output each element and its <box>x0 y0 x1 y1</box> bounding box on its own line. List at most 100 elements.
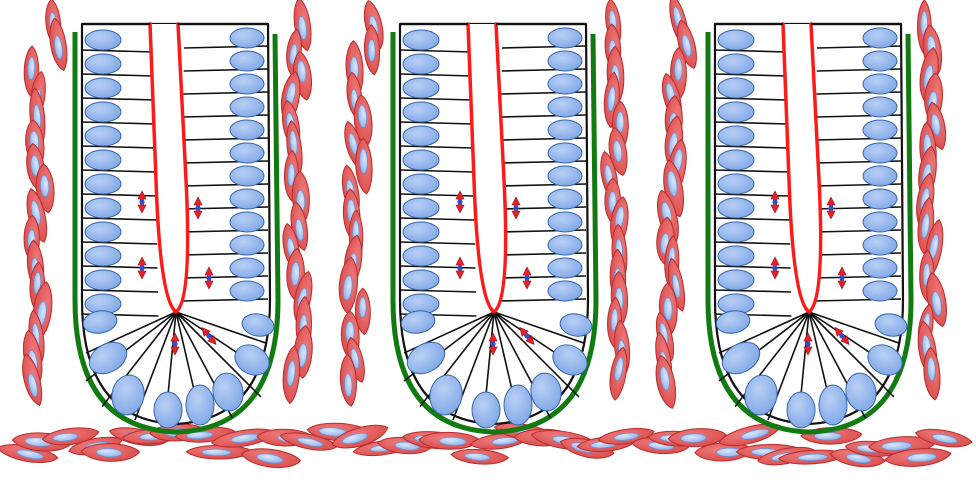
nucleus <box>718 126 754 146</box>
nucleus <box>548 143 582 163</box>
stroma-cell-nucleus <box>368 39 376 61</box>
stroma-cell <box>451 447 509 466</box>
panel-2 <box>307 0 656 467</box>
nucleus <box>85 198 121 218</box>
nucleus <box>230 235 264 255</box>
nucleus <box>186 385 214 425</box>
stroma-cell <box>186 445 252 460</box>
nucleus <box>85 30 121 50</box>
nucleus <box>863 235 897 255</box>
stroma-cell <box>923 347 941 400</box>
nucleus <box>85 174 121 194</box>
nucleus <box>718 246 754 266</box>
division-dot <box>457 199 462 204</box>
division-dot <box>828 205 833 210</box>
nucleus <box>863 28 897 48</box>
nucleus <box>504 385 532 425</box>
nucleus <box>403 30 439 50</box>
nucleus <box>230 74 264 94</box>
nucleus <box>230 143 264 163</box>
nucleus <box>403 198 439 218</box>
nucleus <box>718 30 754 50</box>
nucleus <box>85 78 121 98</box>
nucleus <box>403 54 439 74</box>
nucleus <box>403 150 439 170</box>
nucleus <box>863 212 897 232</box>
nucleus <box>718 222 754 242</box>
division-dot <box>206 275 211 280</box>
nucleus <box>863 143 897 163</box>
nucleus <box>85 150 121 170</box>
nucleus <box>85 222 121 242</box>
nucleus <box>230 189 264 209</box>
nucleus <box>718 150 754 170</box>
nucleus <box>403 246 439 266</box>
nucleus <box>548 51 582 71</box>
division-dot <box>490 341 495 346</box>
division-dot <box>772 265 777 270</box>
nucleus <box>863 120 897 140</box>
nucleus <box>548 212 582 232</box>
stroma-cell <box>240 445 301 472</box>
nucleus <box>403 222 439 242</box>
nucleus <box>472 392 500 428</box>
division-dot <box>195 205 200 210</box>
nucleus <box>230 51 264 71</box>
nucleus <box>863 281 897 301</box>
nucleus <box>863 51 897 71</box>
nucleus <box>85 270 121 290</box>
nucleus <box>548 258 582 278</box>
nucleus <box>154 392 182 428</box>
division-dot <box>513 205 518 210</box>
nucleus <box>230 281 264 301</box>
nucleus <box>230 258 264 278</box>
nucleus <box>230 212 264 232</box>
nucleus <box>230 97 264 117</box>
nucleus <box>787 392 815 428</box>
stroma-cell-nucleus <box>359 149 367 174</box>
division-dot <box>524 275 529 280</box>
panel-3 <box>631 0 973 471</box>
division-dot <box>457 265 462 270</box>
nucleus <box>403 102 439 122</box>
nucleus <box>403 174 439 194</box>
nucleus <box>718 270 754 290</box>
stroma-cell-nucleus <box>674 58 682 80</box>
nucleus <box>85 246 121 266</box>
nucleus <box>718 174 754 194</box>
nucleus <box>718 54 754 74</box>
panel-1 <box>0 0 339 472</box>
nucleus <box>548 166 582 186</box>
nucleus <box>403 78 439 98</box>
nucleus <box>230 120 264 140</box>
division-dot <box>139 265 144 270</box>
stroma-cell-nucleus <box>202 449 231 456</box>
nucleus <box>230 28 264 48</box>
nucleus <box>863 74 897 94</box>
nucleus <box>718 198 754 218</box>
division-dot <box>772 199 777 204</box>
division-dot <box>139 199 144 204</box>
stroma-cell <box>653 354 679 410</box>
division-dot <box>839 275 844 280</box>
nucleus <box>548 120 582 140</box>
nucleus <box>863 189 897 209</box>
nucleus <box>548 97 582 117</box>
nucleus <box>718 78 754 98</box>
nucleus <box>85 102 121 122</box>
nucleus <box>863 166 897 186</box>
nucleus <box>819 385 847 425</box>
nucleus <box>548 28 582 48</box>
nucleus <box>718 102 754 122</box>
nucleus <box>403 270 439 290</box>
stroma-cell-nucleus <box>359 297 366 317</box>
nucleus <box>85 126 121 146</box>
nucleus <box>548 281 582 301</box>
nucleus <box>548 235 582 255</box>
nucleus <box>548 189 582 209</box>
nucleus <box>230 166 264 186</box>
nucleus <box>403 126 439 146</box>
nucleus <box>85 54 121 74</box>
